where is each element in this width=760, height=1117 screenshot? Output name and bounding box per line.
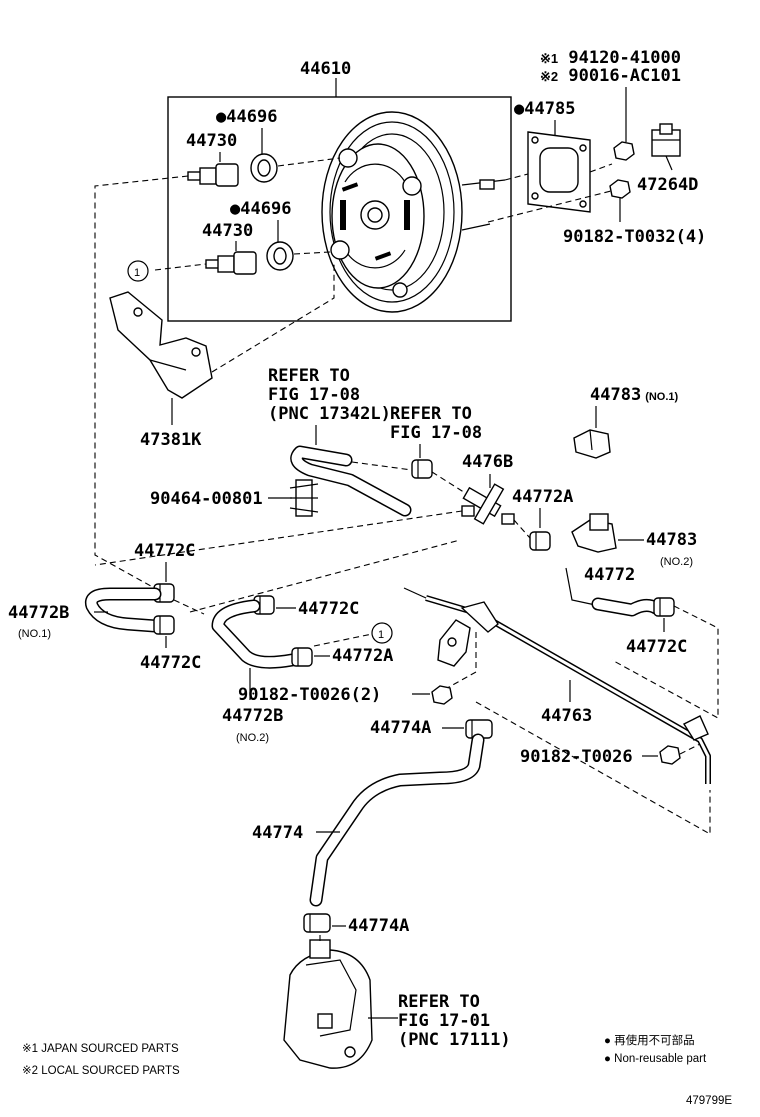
- label-44763: 44763: [541, 706, 592, 726]
- svg-text:REFER TO: REFER TO: [390, 404, 472, 424]
- label-44772C-right: 44772C: [626, 637, 687, 657]
- svg-text:FIG 17-01: FIG 17-01: [398, 1011, 490, 1031]
- clamp-44772a-mid: [291, 647, 313, 667]
- label-44772A-mid: 44772A: [332, 646, 393, 666]
- clamp-44774a-lower: [303, 913, 331, 933]
- label-94120-41000: ※1 94120-41000: [540, 48, 681, 68]
- label-44785: ●44785: [514, 99, 575, 119]
- label-44774A-lower: 44774A: [348, 916, 409, 936]
- svg-text:REFER TO: REFER TO: [268, 366, 350, 386]
- callout-1-left: [127, 260, 149, 282]
- legend-nonreusable-jp: ● 再使用不可部品: [604, 1033, 695, 1047]
- label-44730-lower: 44730: [202, 221, 253, 241]
- label-44783-no2: 44783: [646, 530, 697, 550]
- label-90182-T0026: 90182-T0026: [520, 747, 633, 767]
- refer-fig-17-08-pnc: REFER TO FIG 17-08 (PNC 17342L): [268, 366, 391, 424]
- tee-4476b: [461, 483, 515, 525]
- check-valve-upper: [187, 163, 239, 187]
- nut-90182-t0026: [659, 745, 681, 765]
- bracket-44783-no1: [573, 429, 611, 459]
- refer-fig-17-01: REFER TO FIG 17-01 (PNC 17111): [398, 992, 511, 1050]
- vacuum-pipe-44763: [425, 595, 711, 784]
- legend-local-sourced: ※2 LOCAL SOURCED PARTS: [22, 1065, 180, 1077]
- label-44783-no1: 44783(NO.1): [590, 385, 679, 405]
- label-44772C-left-lower: 44772C: [140, 653, 201, 673]
- clamp-44772a-right: [529, 531, 551, 551]
- label-44772A-right: 44772A: [512, 487, 573, 507]
- intake-manifold-ref: [283, 939, 373, 1069]
- label-90182-T0026-2: 90182-T0026(2): [238, 685, 381, 705]
- hose-ref-17342l: [290, 445, 412, 517]
- svg-text:REFER TO: REFER TO: [398, 992, 480, 1012]
- gasket: [527, 131, 591, 213]
- label-44610: 44610: [300, 59, 351, 79]
- label-44730-upper: 44730: [186, 131, 237, 151]
- label-44772B-no2: 44772B: [222, 706, 283, 726]
- pipe-bracket: [437, 619, 471, 667]
- label-47381K: 47381K: [140, 430, 202, 450]
- clamp-ref2: [411, 459, 433, 479]
- qualifier-44772B-no2: (NO.2): [236, 732, 269, 744]
- refer-fig-17-08: REFER TO FIG 17-08: [390, 404, 482, 443]
- clamp-44772c-right: [653, 597, 675, 617]
- nut-94120: [613, 141, 635, 161]
- svg-text:FIG 17-08: FIG 17-08: [268, 385, 360, 405]
- qualifier-44772B-no1: (NO.1): [18, 628, 51, 640]
- label-44772C-left-upper: 44772C: [134, 541, 195, 561]
- label-44772B-no1: 44772B: [8, 603, 69, 623]
- label-44696-lower: ●44696: [230, 199, 291, 219]
- clip-90464-00801: [289, 479, 319, 517]
- bracket-47381k: [109, 291, 213, 399]
- booster-assembly-box: [167, 96, 512, 322]
- qualifier-44783-no2: (NO.2): [660, 556, 693, 568]
- clamp-44772c-left-lower: [153, 615, 175, 635]
- label-4476B: 4476B: [462, 452, 513, 472]
- svg-text:(PNC 17111): (PNC 17111): [398, 1030, 511, 1050]
- label-44772: 44772: [584, 565, 635, 585]
- legend-japan-sourced: ※1 JAPAN SOURCED PARTS: [22, 1043, 179, 1055]
- label-90464-00801: 90464-00801: [150, 489, 263, 509]
- check-valve-lower: [205, 251, 257, 275]
- label-44772C-mid: 44772C: [298, 599, 359, 619]
- callout-1-right: [371, 622, 393, 644]
- nut-90182-t0032: [609, 179, 631, 199]
- svg-text:1: 1: [134, 267, 140, 279]
- clip-47264d: [651, 123, 681, 157]
- hose-44772b-no2: [211, 599, 299, 669]
- label-90182-T0032: 90182-T0032(4): [563, 227, 706, 247]
- svg-text:(PNC 17342L): (PNC 17342L): [268, 404, 391, 424]
- label-44696-upper: ●44696: [216, 107, 277, 127]
- legend-nonreusable-en: ● Non-reusable part: [604, 1053, 707, 1065]
- image-id: 479799E: [686, 1095, 732, 1107]
- label-44774A-upper: 44774A: [370, 718, 431, 738]
- svg-text:1: 1: [378, 629, 384, 641]
- bracket-44783-no2: [571, 513, 617, 553]
- svg-text:FIG 17-08: FIG 17-08: [390, 423, 482, 443]
- hose-44772b-no1: [84, 587, 162, 633]
- label-44774: 44774: [252, 823, 303, 843]
- hose-44772: [591, 597, 663, 617]
- grommet-upper: [250, 153, 278, 183]
- nut-90182-t0026-2: [431, 685, 453, 705]
- hose-44774: [309, 733, 485, 907]
- grommet-lower: [266, 241, 294, 271]
- label-47264D: 47264D: [637, 175, 698, 195]
- brake-booster: [321, 111, 506, 313]
- label-90016-AC101: ※2 90016-AC101: [540, 66, 681, 86]
